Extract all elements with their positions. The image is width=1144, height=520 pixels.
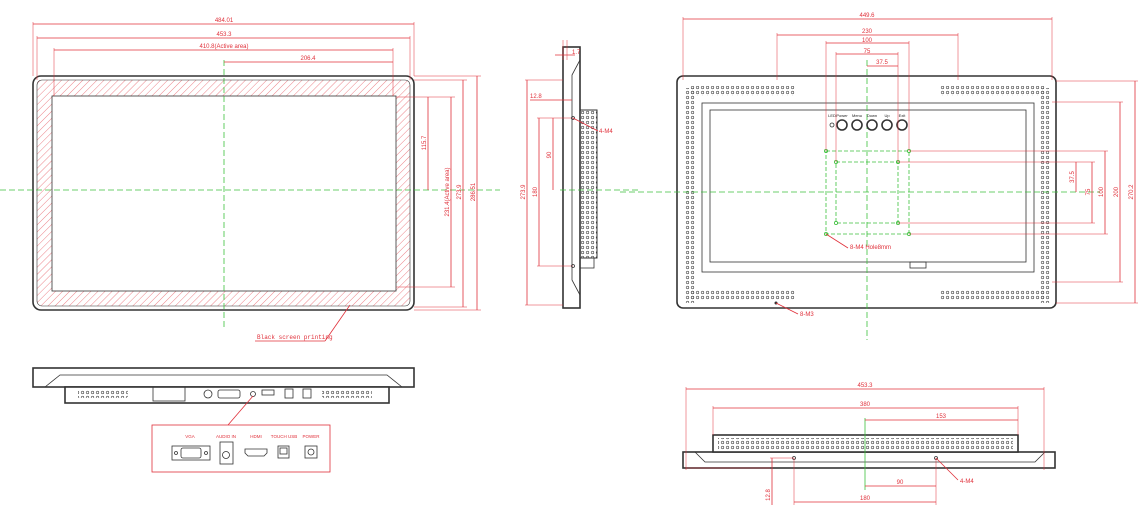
port-label-power: POWER	[302, 434, 320, 439]
dim-top-hole-spacing: 180	[860, 496, 871, 502]
dim-v-half: 37.5	[1070, 171, 1076, 183]
hdmi-port-icon	[244, 448, 268, 457]
dim-box-width: 380	[860, 402, 871, 408]
port-label-audio: AUDIO IN	[216, 434, 236, 439]
menu-button	[851, 119, 863, 131]
usb-port-icon	[277, 445, 290, 459]
button-label: LED	[828, 113, 836, 118]
led-indicator	[829, 122, 835, 128]
dim-side-hole-spacing: 180	[533, 186, 539, 197]
dim-top-depth: 12.8	[766, 489, 772, 501]
top-view: 453.3 380 153 90 180 12.8 4-M4	[682, 383, 1056, 505]
dim-v-height: 270.2	[1129, 184, 1135, 200]
dim-hole-offset: 12.8	[530, 94, 542, 100]
vesa-hole-label: 8-M4 Hole8mm	[850, 245, 891, 251]
dim-half-active-width: 206.4	[300, 56, 316, 62]
dim-overall-height: 286.51	[471, 182, 477, 201]
dim-v-200: 200	[1114, 186, 1120, 197]
dim-hole-spacing-230: 230	[862, 29, 873, 35]
dim-v-75: 75	[1086, 188, 1092, 195]
port-callout	[151, 424, 331, 473]
dim-vesa-75: 75	[864, 49, 871, 55]
dim-side-half-spacing: 90	[547, 151, 553, 158]
up-button	[881, 119, 893, 131]
rear-buttons: LED Power Menu Down Up Exit	[828, 113, 908, 131]
button-label: Menu	[852, 113, 862, 118]
dim-active-width: 410.8(Active area)	[199, 44, 248, 50]
button-label: Exit	[899, 113, 907, 118]
dim-half-box: 153	[936, 414, 947, 420]
port-label-touch-usb: TOUCH USB	[271, 434, 297, 439]
vesa-75-pattern	[835, 161, 899, 224]
button-label: Power	[836, 113, 848, 118]
vga-port-icon	[171, 445, 211, 461]
power-button	[836, 119, 848, 131]
dim-bezel-width: 453.3	[216, 32, 232, 38]
side-hole-label: 4-M4	[599, 129, 613, 135]
dim-vesa-100: 100	[862, 38, 873, 44]
button-label: Up	[884, 113, 890, 118]
dim-v-100: 100	[1099, 186, 1105, 197]
dim-side-height: 273.9	[521, 184, 527, 200]
black-screen-printing-label: Black screen printing	[257, 334, 333, 341]
screw-label: 8-M3	[800, 312, 814, 318]
audio-port-icon	[219, 441, 234, 465]
bottom-view: VGA AUDIO IN HDMI TOUCH USB POWER	[32, 367, 415, 473]
vesa-100-pattern	[825, 150, 910, 235]
dim-rear-width: 449.6	[859, 13, 875, 19]
rear-view: LED Power Menu Down Up Exit 449.6 230 10…	[620, 13, 1138, 340]
dim-half-hole: 90	[897, 480, 904, 486]
front-view: 484.01 453.3 410.8(Active area) 206.4 11…	[0, 18, 500, 342]
side-view: 1.7 12.8 273.9 180 90 4-M4	[521, 40, 640, 309]
dim-vesa-half: 37.5	[876, 60, 888, 66]
power-port-icon	[304, 445, 318, 459]
dim-top-width: 453.3	[857, 383, 873, 389]
down-button	[866, 119, 878, 131]
button-label: Down	[867, 113, 877, 118]
dim-active-height: 231.4(Active area)	[445, 167, 451, 216]
port-label-vga: VGA	[185, 434, 195, 439]
dim-bezel-height: 273.9	[457, 184, 463, 200]
dim-front-thickness: 1.7	[572, 50, 581, 56]
exit-button	[896, 119, 908, 131]
dim-half-active-height: 115.7	[422, 135, 428, 150]
port-label-hdmi: HDMI	[250, 434, 262, 439]
top-hole-label: 4-M4	[960, 479, 974, 485]
dim-overall-width: 484.01	[215, 18, 234, 24]
